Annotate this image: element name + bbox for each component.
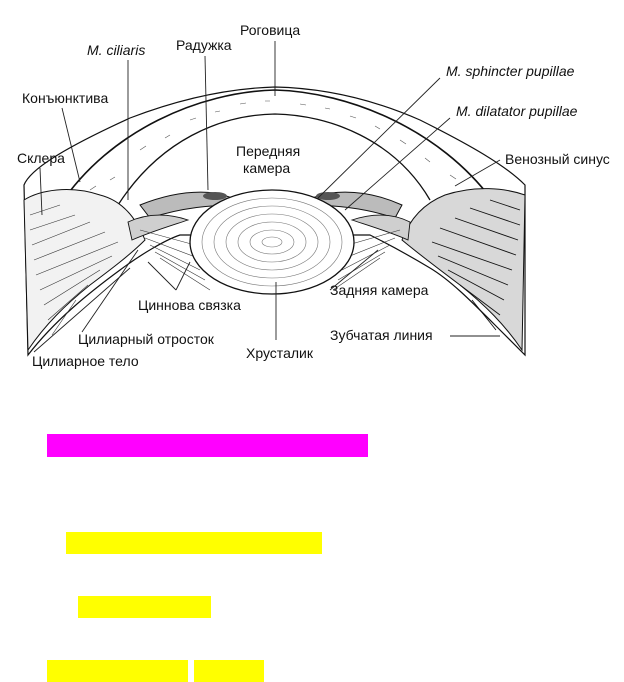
label-venozny-sinus: Венозный синус [505,151,610,167]
zonular-fibers [139,229,401,291]
label-tsinnova-svyazka: Циннова связка [138,297,241,313]
label-konyunktiva: Конъюнктива [22,90,108,106]
yellow-highlight-bar-4 [194,660,264,682]
label-raduzhka: Радужка [176,37,232,53]
yellow-highlight-bar-2 [78,596,211,618]
left-wall-hatch [29,204,119,336]
right-wall [401,188,526,352]
label-tsiliarny-otrostok: Цилиарный отросток [78,331,215,347]
label-perednyaya-2: камера [243,160,290,176]
iris-tip-left [203,192,227,200]
label-zubchataya-liniya: Зубчатая линия [330,327,433,343]
label-m-dilatator: M. dilatator pupillae [456,103,578,119]
label-perednyaya-1: Передняя [236,143,300,159]
left-wall [23,189,146,352]
label-zadnyaya-kamera: Задняя камера [330,282,429,298]
label-sklera: Склера [17,150,65,166]
yellow-highlight-bar-3 [47,660,188,682]
lens [189,189,355,295]
label-tsiliarnoe-telo: Цилиарное тело [32,353,139,369]
label-rogovitsa: Роговица [240,22,300,38]
leader-lines [33,41,501,353]
right-wall-hatch [431,199,521,331]
label-m-sphincter: M. sphincter pupillae [446,63,575,79]
ciliary-process-left [127,214,190,241]
magenta-highlight-bar [47,434,368,457]
cornea-texture [89,100,457,191]
label-khrustalik: Хрусталик [246,345,314,361]
cornea-inner [117,113,431,206]
label-m-ciliaris: M. ciliaris [87,42,145,58]
lens-rings [201,197,343,287]
yellow-highlight-bar-1 [66,532,322,554]
ciliary-process-right [350,214,411,241]
